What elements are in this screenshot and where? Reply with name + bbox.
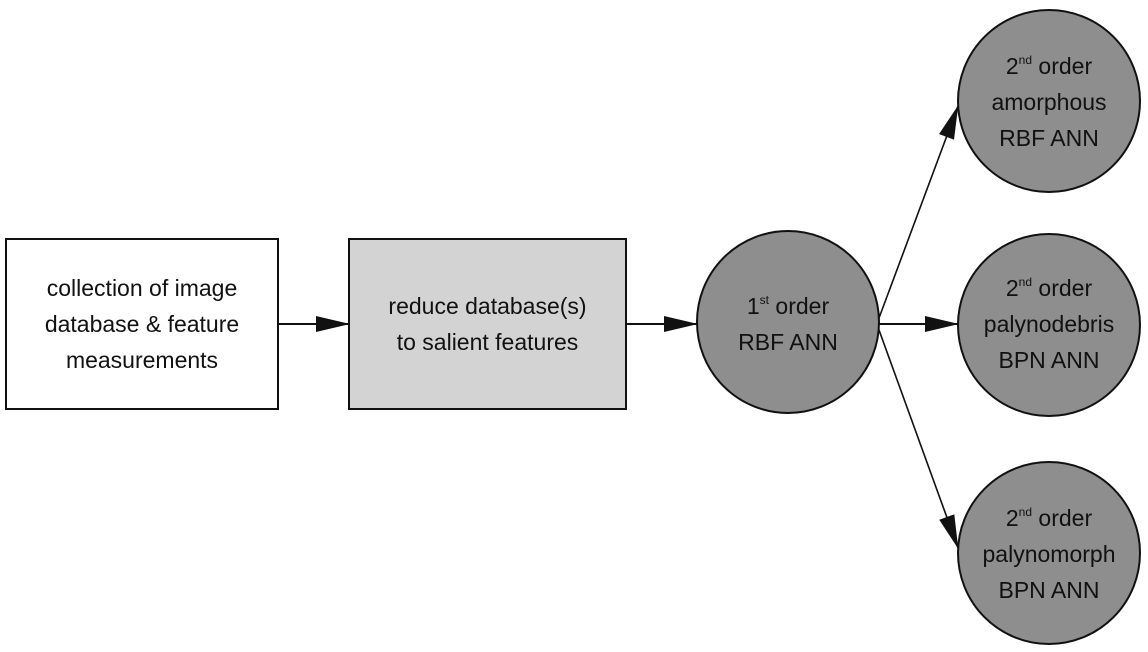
amorphous-line-2: amorphous [991, 89, 1107, 115]
arrow-first-to-amorphous [878, 105, 959, 319]
palynomorph-line-3: BPN ANN [998, 577, 1100, 603]
palynomorph-line-2: palynomorph [982, 541, 1116, 567]
collection-box-label: collection of image database & feature m… [6, 270, 278, 378]
palynomorph-label: 2nd order palynomorph BPN ANN [958, 500, 1140, 608]
palynomorph-node [957, 461, 1141, 645]
reduce-box-label: reduce database(s) to salient features [349, 288, 626, 360]
amorphous-line-3: RBF ANN [999, 125, 1099, 151]
palynodebris-line-2: palynodebris [983, 311, 1115, 337]
first-order-line-2: RBF ANN [738, 329, 838, 355]
arrow-first-to-palynomorph [878, 329, 959, 549]
reduce-line-2: to salient features [396, 329, 579, 355]
palynodebris-line-3: BPN ANN [998, 347, 1100, 373]
collection-box [5, 238, 279, 410]
amorphous-label: 2nd order amorphous RBF ANN [958, 48, 1140, 156]
collection-line-1: collection of image [46, 275, 238, 301]
palynodebris-line-1: 2nd order [1005, 275, 1093, 301]
amorphous-node [957, 9, 1141, 193]
reduce-box [348, 238, 627, 410]
first-order-line-1: 1st order [746, 293, 830, 319]
palynodebris-label: 2nd order palynodebris BPN ANN [958, 270, 1140, 378]
palynomorph-line-1: 2nd order [1005, 505, 1093, 531]
amorphous-line-1: 2nd order [1005, 53, 1093, 79]
collection-line-2: database & feature [44, 311, 240, 337]
first-order-label: 1st order RBF ANN [697, 288, 879, 360]
reduce-line-1: reduce database(s) [388, 293, 587, 319]
collection-line-3: measurements [65, 347, 219, 373]
